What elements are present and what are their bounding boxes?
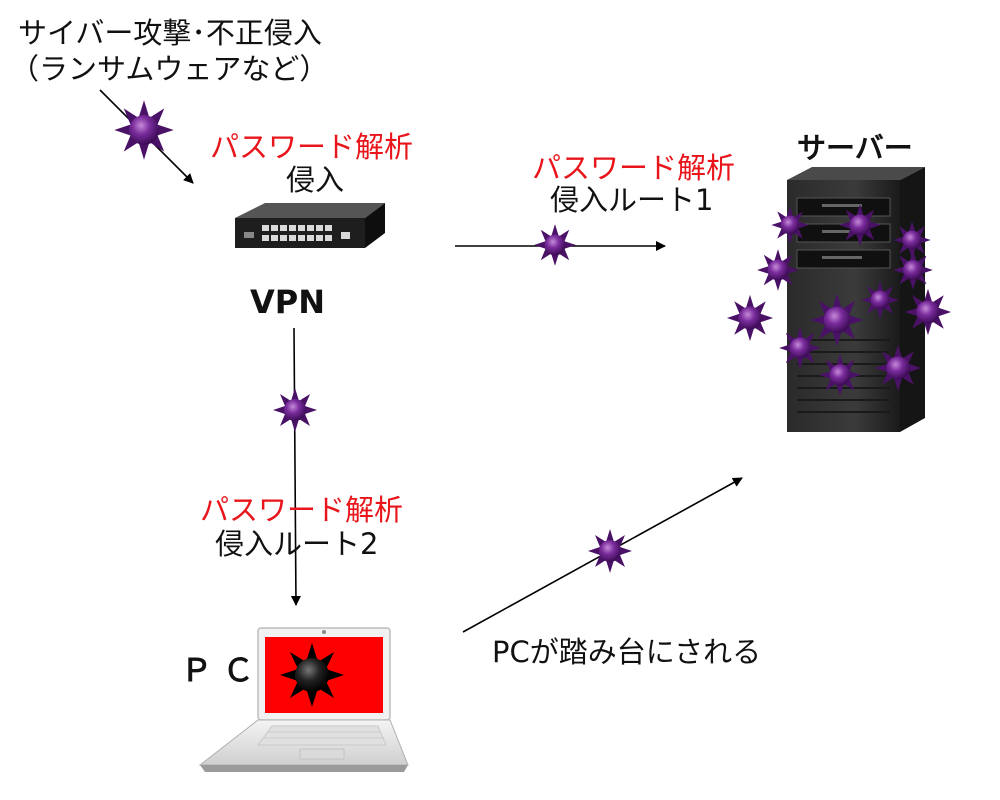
route1-method-label: パスワード解析	[532, 151, 736, 185]
server-tower-icon	[787, 167, 925, 432]
virus-icon	[726, 294, 774, 342]
route2-method-label: パスワード解析	[200, 493, 404, 527]
pc-laptop-icon	[198, 627, 409, 772]
pc-label: Ｐ Ｃ	[181, 653, 254, 689]
stepping-stone-label: PCが踏み台にされる	[492, 635, 762, 669]
vpn-action-label: 侵入	[286, 163, 345, 197]
stepping-stone-virus-icon	[588, 529, 632, 573]
attack-subtitle: （ランサムウェアなど）	[10, 52, 329, 86]
vpn-method-label: パスワード解析	[210, 130, 414, 164]
server-label: サーバー	[797, 131, 913, 165]
pc-black-virus-icon	[280, 643, 344, 707]
route2-label: 侵入ルート2	[215, 527, 379, 561]
attack-title: サイバー攻撃･不正侵入	[18, 16, 322, 50]
route1-virus-icon	[534, 224, 576, 266]
vpn-device-icon	[235, 203, 385, 248]
route2-virus-icon	[273, 388, 317, 432]
route2-arrow	[290, 327, 301, 606]
vpn-label: VPN	[250, 283, 325, 321]
attack-virus-icon	[114, 100, 174, 160]
route1-label: 侵入ルート1	[550, 183, 714, 217]
